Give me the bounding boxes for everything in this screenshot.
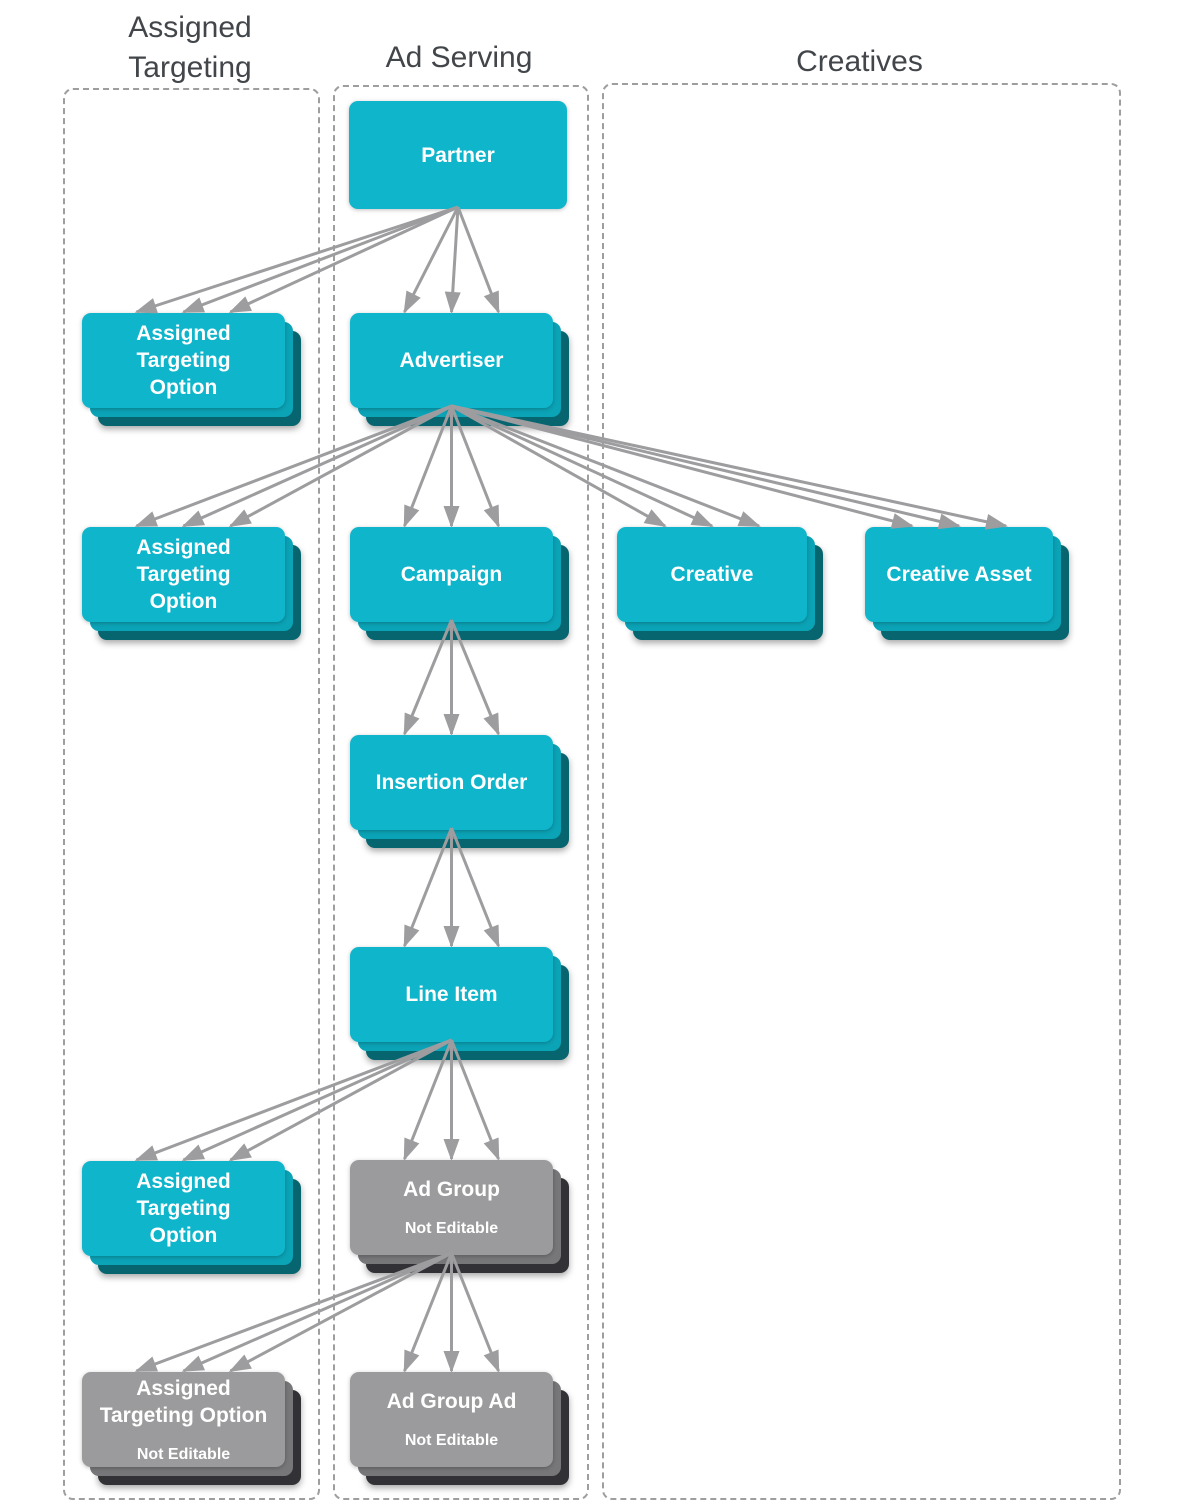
node-face: Assigned Targeting Option — [82, 527, 285, 622]
node-face: Advertiser — [350, 313, 553, 408]
node-assigned-targeting-option-2: Assigned Targeting Option — [82, 527, 301, 640]
node-face: Partner — [349, 101, 567, 209]
node-label: Partner — [421, 143, 495, 167]
node-label: Assigned Targeting Option — [136, 536, 231, 613]
column-header-creatives: Creatives — [796, 45, 923, 78]
node-ad-group: Ad Group Not Editable — [350, 1160, 569, 1273]
node-creative: Creative — [617, 527, 823, 640]
node-label: Creative Asset — [886, 563, 1032, 586]
column-header-assigned-targeting: Assigned Targeting — [128, 11, 252, 84]
node-creative-asset: Creative Asset — [865, 527, 1069, 640]
node-label: Insertion Order — [375, 771, 528, 794]
node-face: Creative Asset — [865, 527, 1053, 622]
node-partner: Partner — [349, 101, 567, 209]
node-advertiser: Advertiser — [350, 313, 569, 426]
node-face: Assigned Targeting Option Not Editable — [82, 1372, 285, 1467]
node-face: Insertion Order — [350, 735, 553, 830]
node-face: Assigned Targeting Option — [82, 313, 285, 408]
node-label: Advertiser — [399, 349, 504, 372]
node-ad-group-ad: Ad Group Ad Not Editable — [350, 1372, 569, 1485]
node-face: Campaign — [350, 527, 553, 622]
node-label: Ad Group — [403, 1178, 500, 1201]
node-assigned-targeting-option-3: Assigned Targeting Option — [82, 1161, 301, 1274]
node-insertion-order: Insertion Order — [350, 735, 569, 848]
column-ad-serving — [333, 85, 589, 1500]
node-face: Line Item — [350, 947, 553, 1042]
node-label: Assigned Targeting Option — [136, 322, 231, 399]
node-face: Assigned Targeting Option — [82, 1161, 285, 1256]
node-face: Ad Group Not Editable — [350, 1160, 553, 1255]
node-assigned-targeting-option-1: Assigned Targeting Option — [82, 313, 301, 426]
node-line-item: Line Item — [350, 947, 569, 1060]
node-label: Creative — [670, 563, 754, 586]
column-header-ad-serving: Ad Serving — [385, 41, 533, 74]
node-label: Campaign — [400, 563, 503, 586]
node-sublabel-not-editable: Not Editable — [136, 1445, 231, 1463]
node-campaign: Campaign — [350, 527, 569, 640]
column-creatives — [602, 83, 1121, 1500]
node-label: Ad Group Ad — [386, 1390, 517, 1413]
node-face: Creative — [617, 527, 807, 622]
column-assigned-targeting — [63, 88, 320, 1500]
node-face: Ad Group Ad Not Editable — [350, 1372, 553, 1467]
node-label: Line Item — [405, 983, 498, 1006]
node-sublabel-not-editable: Not Editable — [404, 1220, 499, 1237]
node-sublabel-not-editable: Not Editable — [404, 1432, 499, 1449]
node-assigned-targeting-option-4: Assigned Targeting Option Not Editable — [82, 1372, 301, 1485]
node-label: Assigned Targeting Option — [136, 1170, 231, 1247]
node-label: Assigned Targeting Option — [99, 1376, 268, 1427]
